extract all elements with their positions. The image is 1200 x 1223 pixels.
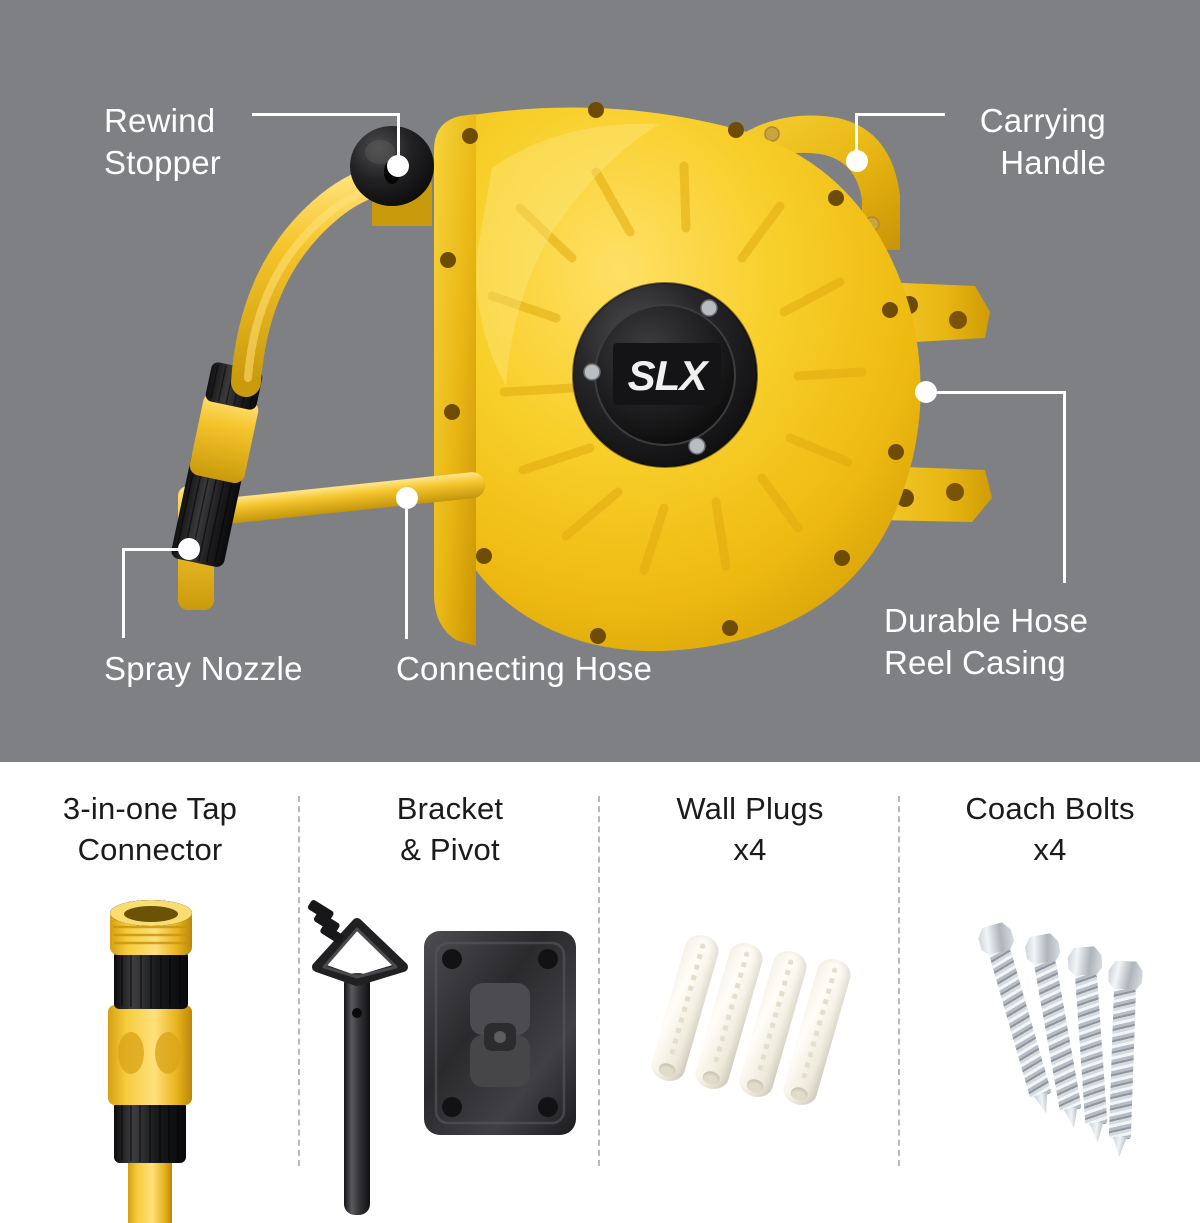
leader-line-connecting-hose-vertical (405, 497, 408, 639)
connecting-hose (196, 472, 486, 526)
hub-logo-text: SLX (628, 352, 711, 399)
accessory-label-tap-connector: 3-in-one Tap Connector (62, 791, 238, 867)
accessory-image-wall-plugs (600, 871, 900, 1200)
accessory-cell-wall-plugs: Wall Plugs x4 (600, 762, 900, 1200)
accessory-image-tap-connector (0, 871, 300, 1223)
reel-hub: SLX (572, 282, 758, 468)
accessory-image-coach-bolts (900, 871, 1200, 1200)
callout-label-rewind-stopper: Rewind Stopper (104, 102, 221, 182)
leader-line-rewind-stopper-horizontal (252, 113, 400, 116)
leader-dot-carrying-handle (846, 150, 868, 172)
leader-dot-spray-nozzle (178, 538, 200, 560)
accessory-cell-coach-bolts: Coach Bolts x4 (900, 762, 1200, 1200)
accessory-cell-bracket-pivot: Bracket & Pivot (300, 762, 600, 1215)
accessories-panel: 3-in-one Tap Connector (0, 762, 1200, 1223)
accessory-divider-2 (598, 796, 600, 1166)
leader-dot-durable-hose-reel-casing (915, 381, 937, 403)
accessory-image-bracket-pivot (300, 871, 600, 1215)
product-illustration: SLX (171, 102, 992, 652)
hero-panel: SLX (0, 0, 1200, 762)
leader-line-spray-nozzle-vertical (122, 548, 125, 638)
accessory-label-bracket-pivot: Bracket & Pivot (396, 791, 504, 867)
leader-line-carrying-handle-horizontal (855, 113, 945, 116)
leader-line-carrying-handle-vertical (855, 113, 858, 161)
accessory-divider-3 (898, 796, 900, 1166)
accessory-cell-tap-connector: 3-in-one Tap Connector (0, 762, 300, 1223)
leader-line-casing-horizontal (930, 391, 1066, 394)
tap-connector-illustration (108, 899, 192, 1223)
callout-label-durable-hose-reel-casing: Durable Hose Reel Casing (884, 602, 1089, 682)
callout-label-connecting-hose: Connecting Hose (396, 650, 653, 687)
leader-line-spray-nozzle-horizontal (122, 548, 180, 551)
callout-label-carrying-handle: Carrying Handle (979, 102, 1106, 182)
hose-reel-product-image: SLX (171, 102, 992, 652)
callout-label-spray-nozzle: Spray Nozzle (104, 650, 303, 687)
accessory-divider-1 (298, 796, 300, 1166)
accessory-label-coach-bolts: Coach Bolts x4 (965, 791, 1135, 867)
leader-line-casing-vertical (1063, 391, 1066, 583)
accessory-label-wall-plugs: Wall Plugs x4 (676, 791, 824, 867)
leader-dot-rewind-stopper (387, 155, 409, 177)
bracket-pivot-illustration (307, 899, 576, 1215)
leader-line-rewind-stopper-vertical (397, 113, 400, 165)
spray-nozzle (171, 362, 263, 610)
